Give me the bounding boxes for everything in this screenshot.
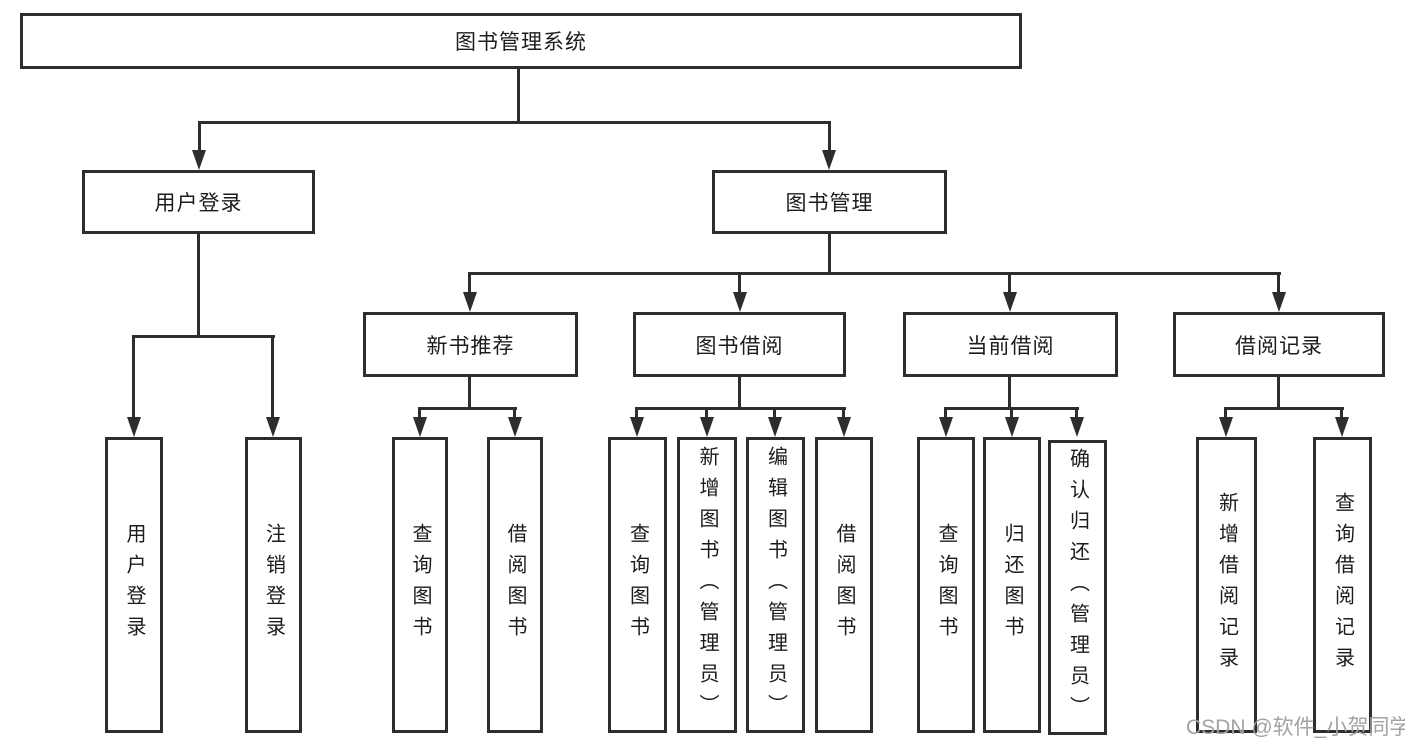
- node-book-management: 图书管理: [712, 170, 947, 234]
- arrowhead-down-icon: [939, 417, 953, 437]
- node-leaf-cb-confirm-return-admin: 确认归还（管理员）: [1048, 440, 1107, 735]
- node-borrowing-records-label: 借阅记录: [1235, 334, 1323, 358]
- connector-drop-leaf: [1010, 407, 1013, 419]
- arrowhead-down-icon: [700, 417, 714, 437]
- node-leaf-bb-query-books-label: 查询图书: [626, 523, 649, 647]
- connector-drop-leaf: [635, 407, 638, 419]
- connector-userlogin-stem: [197, 234, 200, 335]
- connector-drop-leaf: [944, 407, 947, 419]
- node-leaf-user-login: 用户登录: [105, 437, 163, 733]
- arrowhead-down-icon: [127, 417, 141, 437]
- node-current-borrowing: 当前借阅: [903, 312, 1118, 377]
- connector-root-stem: [517, 69, 520, 121]
- node-leaf-logout: 注销登录: [245, 437, 302, 733]
- connector-drop-leaf: [418, 407, 421, 419]
- connector-drop-book-mgmt: [828, 121, 831, 152]
- connector-drop-user-login: [198, 121, 201, 152]
- watermark: CSDN @软件_小贺同学: [1186, 716, 1405, 739]
- node-leaf-br-query-record: 查询借阅记录: [1313, 437, 1372, 733]
- node-leaf-nb-query-books-label: 查询图书: [409, 523, 431, 647]
- connector-borrowrecord-crossbar: [1225, 407, 1344, 410]
- node-leaf-nb-borrow-books-label: 借阅图书: [504, 523, 526, 647]
- node-leaf-cb-confirm-return-admin-label: 确认归还（管理员）: [1066, 448, 1089, 727]
- node-leaf-bb-add-books-admin: 新增图书（管理员）: [677, 437, 737, 733]
- arrowhead-down-icon: [1219, 417, 1233, 437]
- arrowhead-down-icon: [1070, 417, 1084, 437]
- node-leaf-bb-edit-books-admin: 编辑图书（管理员）: [746, 437, 805, 733]
- arrowhead-down-icon: [463, 292, 477, 312]
- arrowhead-down-icon: [822, 150, 836, 170]
- node-leaf-logout-label: 注销登录: [262, 523, 285, 647]
- arrowhead-down-icon: [508, 417, 522, 437]
- node-user-login: 用户登录: [82, 170, 315, 234]
- node-leaf-br-query-record-label: 查询借阅记录: [1331, 492, 1354, 678]
- arrowhead-down-icon: [192, 150, 206, 170]
- node-user-login-label: 用户登录: [154, 192, 243, 215]
- node-new-book-recommend-label: 新书推荐: [426, 334, 515, 358]
- node-leaf-bb-query-books: 查询图书: [608, 437, 667, 733]
- node-leaf-bb-edit-books-admin-label: 编辑图书（管理员）: [764, 445, 787, 725]
- arrowhead-down-icon: [1005, 417, 1019, 437]
- connector-bookmgmt-stem: [828, 234, 831, 272]
- arrowhead-down-icon: [630, 417, 644, 437]
- arrowhead-down-icon: [266, 417, 280, 437]
- arrowhead-down-icon: [1003, 292, 1017, 312]
- arrowhead-down-icon: [1335, 417, 1349, 437]
- node-leaf-nb-query-books: 查询图书: [392, 437, 448, 733]
- node-leaf-cb-query-books-label: 查询图书: [935, 523, 957, 647]
- node-borrowing-records: 借阅记录: [1173, 312, 1385, 377]
- node-book-management-label: 图书管理: [785, 192, 874, 215]
- node-book-borrowing: 图书借阅: [633, 312, 846, 377]
- connector-borrowrecord-stem: [1277, 377, 1280, 407]
- node-leaf-cb-return-books: 归还图书: [983, 437, 1041, 733]
- connector-drop-leaf: [1224, 407, 1227, 419]
- connector-drop-level2: [468, 272, 471, 294]
- arrowhead-down-icon: [837, 417, 851, 437]
- node-root: 图书管理系统: [20, 13, 1022, 69]
- node-root-label: 图书管理系统: [455, 31, 587, 54]
- connector-newbook-crossbar: [419, 407, 517, 410]
- connector-newbook-stem: [468, 377, 471, 407]
- arrowhead-down-icon: [768, 417, 782, 437]
- connector-root-crossbar: [198, 121, 831, 124]
- connector-bookborrow-stem: [738, 377, 741, 407]
- node-leaf-user-login-label: 用户登录: [123, 523, 145, 647]
- connector-drop-leaf: [842, 407, 845, 419]
- connector-drop-leaf: [1340, 407, 1343, 419]
- connector-drop-leaf: [705, 407, 708, 419]
- node-current-borrowing-label: 当前借阅: [966, 334, 1055, 358]
- node-leaf-bb-borrow-books-label: 借阅图书: [833, 523, 855, 647]
- connector-userlogin-crossbar: [133, 335, 275, 338]
- connector-drop-leaf: [513, 407, 516, 419]
- connector-currentborrow-stem: [1008, 377, 1011, 407]
- arrowhead-down-icon: [413, 417, 427, 437]
- node-leaf-br-add-record-label: 新增借阅记录: [1215, 492, 1238, 678]
- connector-drop-leaf: [271, 335, 274, 419]
- arrowhead-down-icon: [733, 292, 747, 312]
- node-leaf-bb-add-books-admin-label: 新增图书（管理员）: [696, 445, 718, 725]
- connector-drop-level2: [1277, 272, 1280, 294]
- connector-drop-level2: [738, 272, 741, 294]
- arrowhead-down-icon: [1272, 292, 1286, 312]
- node-leaf-br-add-record: 新增借阅记录: [1196, 437, 1257, 733]
- node-new-book-recommend: 新书推荐: [363, 312, 578, 377]
- node-leaf-nb-borrow-books: 借阅图书: [487, 437, 543, 733]
- node-book-borrowing-label: 图书借阅: [695, 334, 784, 358]
- connector-bookmgmt-crossbar: [469, 272, 1281, 275]
- connector-drop-level2: [1008, 272, 1011, 294]
- connector-bookborrow-crossbar: [636, 407, 846, 410]
- connector-drop-leaf: [1075, 407, 1078, 419]
- connector-drop-leaf: [132, 335, 135, 419]
- connector-drop-leaf: [773, 407, 776, 419]
- node-leaf-cb-return-books-label: 归还图书: [1001, 523, 1023, 647]
- node-leaf-cb-query-books: 查询图书: [917, 437, 975, 733]
- node-leaf-bb-borrow-books: 借阅图书: [815, 437, 873, 733]
